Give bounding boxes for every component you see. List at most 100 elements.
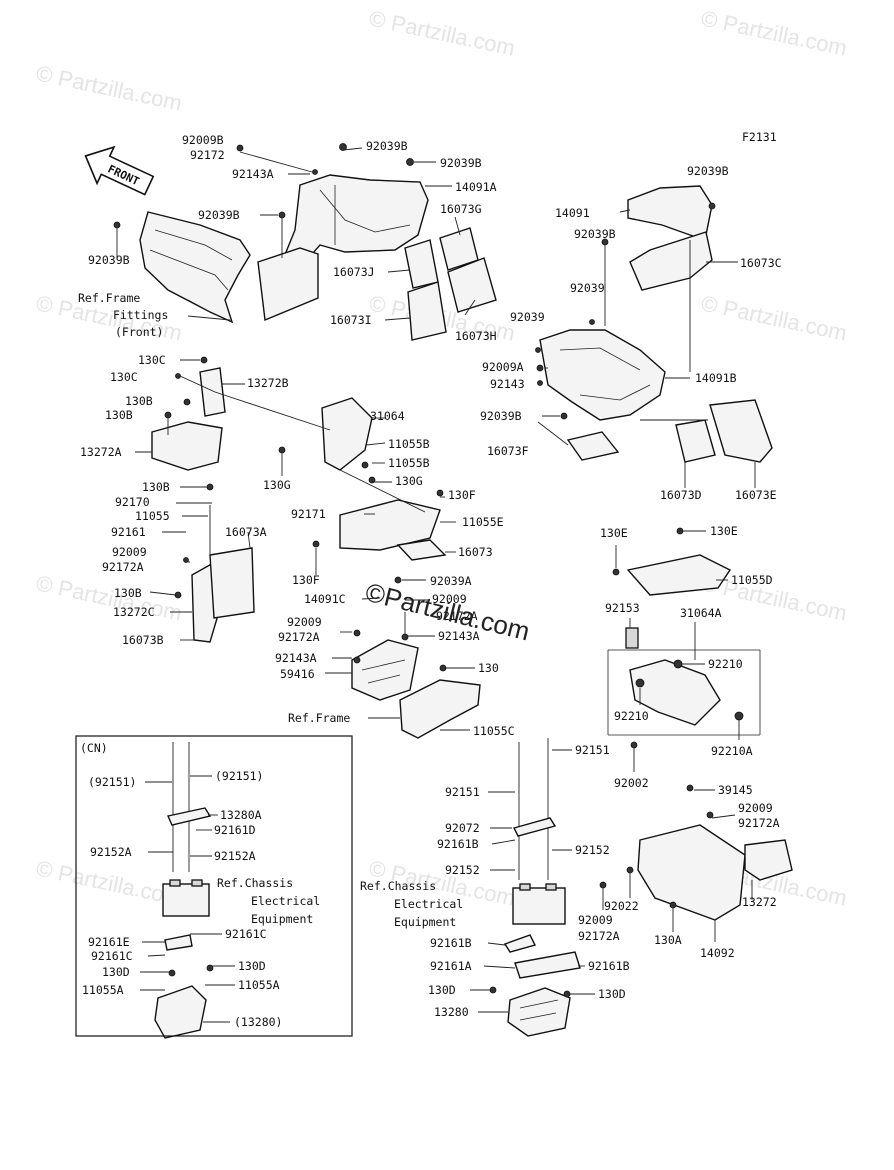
callout-label: 92039B [440,156,482,170]
callout-label: 16073D [660,488,702,502]
bracket-13272b [199,367,226,417]
fasteners-layer [113,143,744,998]
callout-labels: 92009B 92172 92039B 92039B 92143A 14091A… [78,133,782,1029]
callout-label: 16073E [735,488,777,502]
callout-label: 92009 [738,801,773,815]
callout-label: 92009A [482,360,524,374]
callout-label: 92151 [575,743,610,757]
callout-label: 92161D [214,823,256,837]
callout-label: 130 [478,661,499,675]
callout-label: 92172A [102,560,144,574]
callout-label: 16073H [455,329,497,343]
stud-92153 [625,627,639,649]
callout-label: 130B [125,394,153,408]
pad-16073h [447,257,497,313]
spacer-92161e [164,934,193,951]
callout-label: 92152A [90,845,132,859]
callout-label: 59416 [280,667,315,681]
callout-label: 130E [710,524,738,538]
leader-lines [116,147,761,1023]
callout-label: (92151) [215,769,263,783]
watermark: © Partzilla.com [367,5,517,60]
bracket-13272 [744,839,793,881]
pad-16073j [404,239,439,289]
callout-label: 16073F [487,444,529,458]
cn-box-title: (CN) [80,741,108,755]
watermark: © Partzilla.com [34,570,184,625]
callout-label: 92039 [570,281,605,295]
callout-label: 16073 [458,545,493,559]
callout-label: 16073J [333,265,375,279]
callout-label: 14091A [455,180,497,194]
watermark: © Partzilla.com [699,290,849,345]
bracket-31064 [321,397,373,471]
callout-label: 92143 [490,377,525,391]
callout-label: 14091C [304,592,346,606]
bracket-11055e [339,499,441,551]
callout-label: 11055A [82,983,124,997]
callout-label: 92009 [432,592,467,606]
parts-layer [139,174,793,1039]
spacer-92161b [503,934,537,953]
battery-main-body [512,887,566,925]
callout-label: 92009B [182,133,224,147]
callout-label: 92161B [437,837,479,851]
callout-label: 92161E [88,935,130,949]
callout-label: 92152 [575,843,610,857]
front-side-panel [257,247,319,322]
pad-16073 [396,539,447,561]
callout-label: 16073C [740,256,782,270]
callout-label: 130F [448,488,476,502]
watermark: © Partzilla.com [34,855,184,910]
watermark: © Partzilla.com [699,5,849,60]
callout-label: 14091 [555,206,590,220]
cover-14092 [637,824,746,921]
callout-label: 92152 [445,863,480,877]
callout-label: 92009 [112,545,147,559]
callout-label: 31064 [370,409,405,423]
callout-label: 16073I [330,313,372,327]
callout-label: 92161C [91,949,133,963]
callout-label: 16073G [440,202,482,216]
callout-label: 92210A [711,744,753,758]
callout-label: Ref.Frame [78,291,140,305]
tray-cn-13280 [154,985,207,1039]
callout-label: (92151) [88,775,136,789]
pad-16073d [675,419,716,463]
callout-label: 92171 [291,507,326,521]
callout-label: Equipment [394,915,456,929]
callout-label: Electrical [251,894,320,908]
callout-label: 13272C [113,605,155,619]
callout-label: 92161C [225,927,267,941]
callout-label: 31064A [680,606,722,620]
figure-code: F2131 [742,130,777,144]
callout-label: 130D [238,959,266,973]
callout-label: 92172A [436,609,478,623]
callout-label: 13280A [220,808,262,822]
ref-frame [399,679,481,739]
callout-label: 92039B [366,139,408,153]
pad-16073f [566,431,620,461]
callout-label: (Front) [115,325,163,339]
spacer-92161a [514,951,581,979]
callout-label: 130E [600,526,628,540]
battery-main [512,883,566,925]
clamp-13280a [167,807,212,826]
callout-label: 92210 [614,709,649,723]
callout-label: Ref.Chassis [360,879,436,893]
callout-label: 92002 [614,776,649,790]
callout-label: Ref.Frame [288,711,350,725]
callout-label: 130G [395,474,423,488]
callout-label: (13280) [234,1015,282,1029]
callout-label: 92161A [430,959,472,973]
holder-31064a [629,659,721,726]
callout-label: 92161 [111,525,146,539]
callout-label: 11055A [238,978,280,992]
callout-label: 130B [105,408,133,422]
pad-16073c [629,231,713,291]
callout-label: 11055C [473,724,515,738]
clamp-92072 [512,817,557,837]
callout-label: 11055B [388,456,430,470]
callout-label: 92039B [88,253,130,267]
callout-label: 92039B [480,409,522,423]
